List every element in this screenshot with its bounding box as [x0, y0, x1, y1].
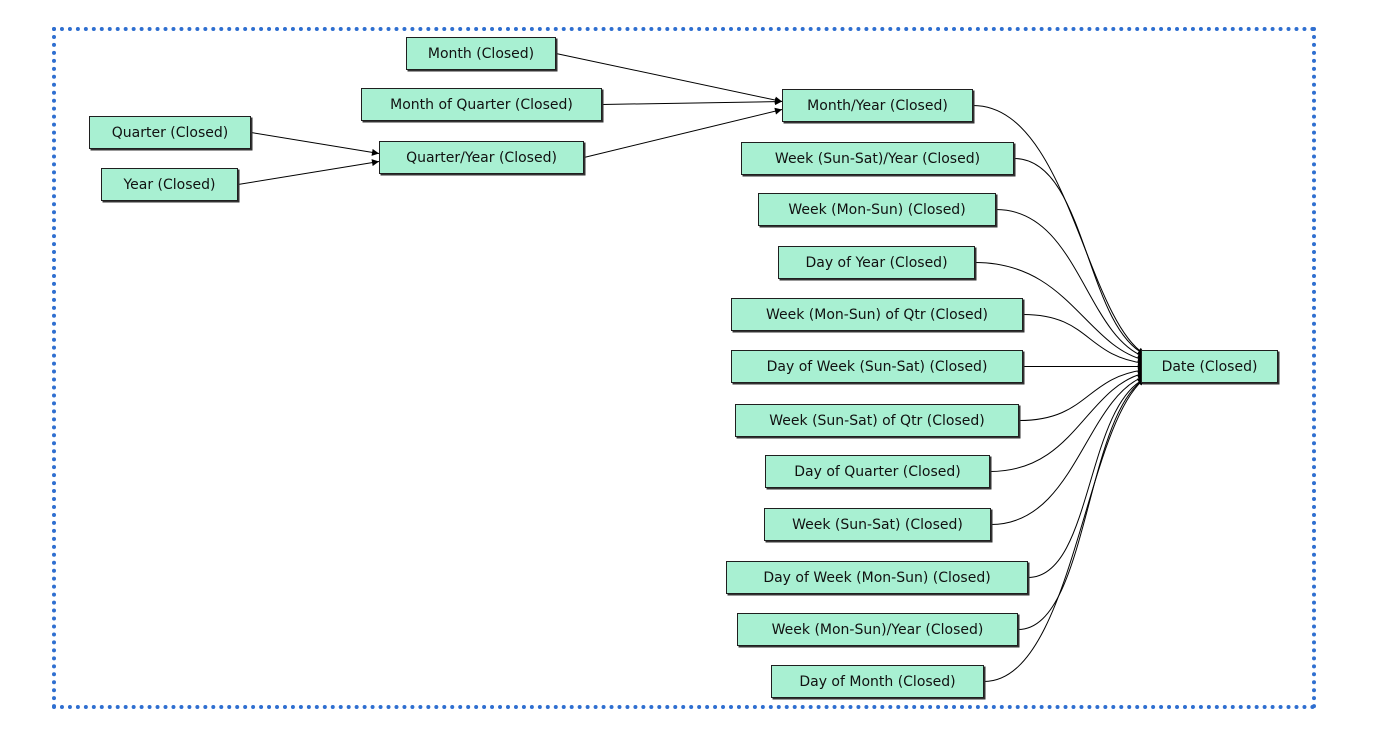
node-year[interactable]: Year (Closed): [101, 168, 238, 201]
node-quarter-year[interactable]: Quarter/Year (Closed): [379, 141, 584, 174]
edge-year-to-quarter-year: [237, 159, 380, 185]
edge-week-sun-sat-year-to-date: [1013, 158, 1146, 355]
edge-day-of-month-to-date: [983, 378, 1146, 682]
edge-week-mon-sun-of-qtr-to-date: [1022, 314, 1146, 366]
node-month-year[interactable]: Month/Year (Closed): [782, 89, 973, 122]
edge-quarter-year-to-month-year: [583, 107, 783, 158]
edge-day-of-quarter-to-date: [989, 371, 1146, 472]
edge-week-sun-sat-of-qtr-to-date: [1018, 367, 1146, 421]
node-day-of-quarter[interactable]: Day of Quarter (Closed): [765, 455, 990, 488]
edge-month-to-month-year: [555, 53, 783, 104]
edge-month-year-to-date: [972, 105, 1146, 355]
node-day-of-year[interactable]: Day of Year (Closed): [778, 246, 975, 279]
node-day-of-month[interactable]: Day of Month (Closed): [771, 665, 984, 698]
node-week-sun-sat[interactable]: Week (Sun-Sat) (Closed): [764, 508, 991, 541]
node-week-mon-sun[interactable]: Week (Mon-Sun) (Closed): [758, 193, 996, 226]
edge-week-mon-sun-year-to-date: [1017, 378, 1146, 630]
diagram-frame: [52, 27, 1316, 709]
node-week-mon-sun-year[interactable]: Week (Mon-Sun)/Year (Closed): [737, 613, 1018, 646]
node-day-of-week-sun-sat[interactable]: Day of Week (Sun-Sat) (Closed): [731, 350, 1023, 383]
edge-quarter-to-quarter-year: [250, 132, 380, 156]
node-week-sun-sat-of-qtr[interactable]: Week (Sun-Sat) of Qtr (Closed): [735, 404, 1019, 437]
edge-day-of-year-to-date: [974, 262, 1146, 362]
edge-day-of-week-mon-sun-to-date: [1027, 378, 1146, 578]
edge-week-mon-sun-to-date: [995, 209, 1146, 358]
node-month[interactable]: Month (Closed): [406, 37, 556, 70]
node-date[interactable]: Date (Closed): [1141, 350, 1278, 383]
node-quarter[interactable]: Quarter (Closed): [89, 116, 251, 149]
edge-week-sun-sat-to-date: [990, 375, 1146, 525]
node-week-sun-sat-year[interactable]: Week (Sun-Sat)/Year (Closed): [741, 142, 1014, 175]
node-week-mon-sun-of-qtr[interactable]: Week (Mon-Sun) of Qtr (Closed): [731, 298, 1023, 331]
edge-month-of-quarter-to-month-year: [601, 98, 783, 106]
node-day-of-week-mon-sun[interactable]: Day of Week (Mon-Sun) (Closed): [726, 561, 1028, 594]
node-month-of-quarter[interactable]: Month of Quarter (Closed): [361, 88, 602, 121]
